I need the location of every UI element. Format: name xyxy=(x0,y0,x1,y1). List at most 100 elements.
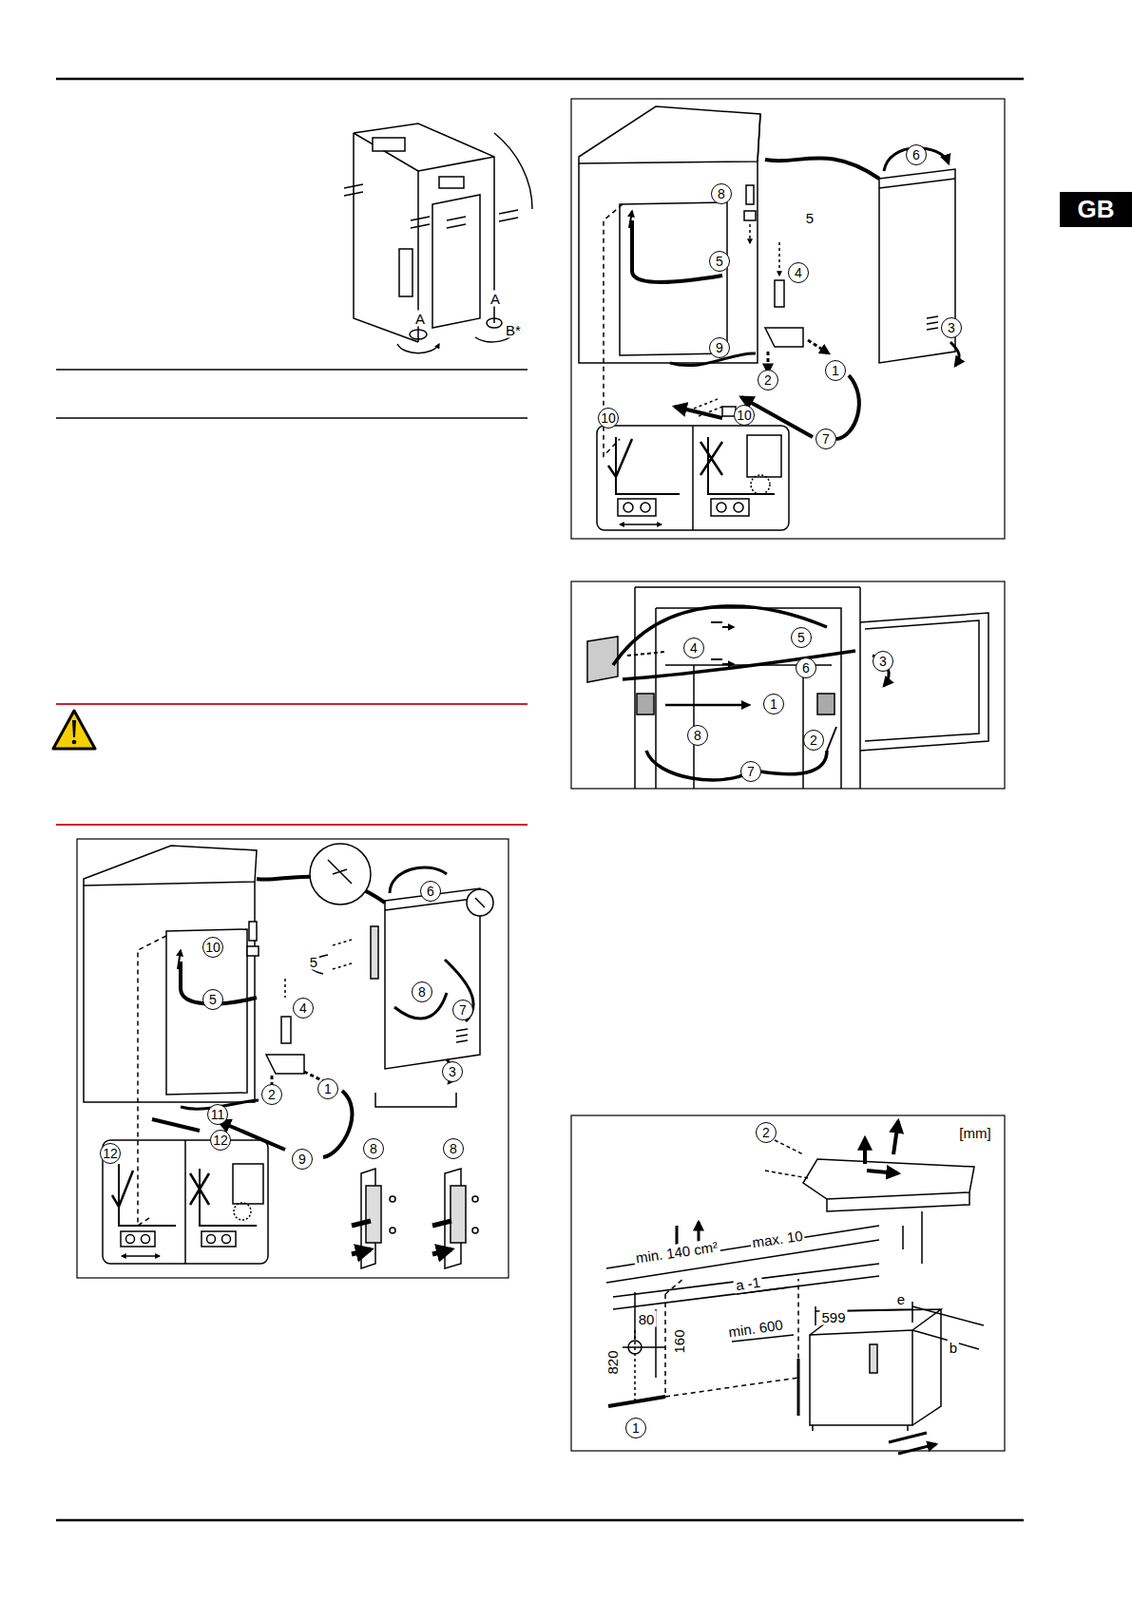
illustration-stroke xyxy=(615,437,680,495)
callout-number: 1 xyxy=(625,1418,647,1439)
illustration-stroke xyxy=(56,417,528,420)
illustration-stroke xyxy=(893,1121,899,1155)
callout-number: 1 xyxy=(317,1078,339,1100)
illustration-stroke xyxy=(864,620,979,742)
illustration-stroke xyxy=(56,703,528,706)
language-tab: GB xyxy=(1059,191,1132,228)
illustration-stroke xyxy=(249,921,257,941)
illustration-stroke xyxy=(327,860,352,884)
illustration-stroke xyxy=(708,437,775,495)
figure-label: A xyxy=(488,290,502,307)
illustration-stroke xyxy=(760,750,827,775)
illustration-stroke xyxy=(912,1309,941,1426)
illustration-stroke xyxy=(665,1278,685,1295)
illustration-stroke xyxy=(56,368,528,371)
illustration-stroke xyxy=(748,224,751,244)
door-reversal-figure-1 xyxy=(571,98,1005,539)
callout-number: 2 xyxy=(803,729,825,751)
callout-number: 9 xyxy=(291,1149,313,1171)
illustration-stroke xyxy=(632,220,723,283)
illustration-stroke xyxy=(710,659,734,665)
illustration-stroke xyxy=(466,889,494,917)
illustration-stroke xyxy=(72,720,77,738)
illustration-stroke xyxy=(888,1433,937,1455)
illustration-stroke xyxy=(439,176,464,189)
illustration-stroke xyxy=(613,606,827,666)
illustration-stroke xyxy=(137,936,167,1227)
illustration-stroke xyxy=(836,375,860,440)
illustration-stroke xyxy=(384,888,480,1070)
illustration-stroke xyxy=(112,1170,134,1208)
illustration-stroke xyxy=(571,581,1005,789)
illustration-stroke xyxy=(608,1397,666,1407)
illustration-stroke xyxy=(716,502,727,513)
figure-label: b xyxy=(947,1340,960,1357)
callout-number: 8 xyxy=(442,1138,464,1160)
illustration-stroke xyxy=(765,1170,808,1179)
illustration-stroke xyxy=(309,844,371,905)
callout-number: 8 xyxy=(710,183,732,205)
illustration-stroke xyxy=(926,316,939,330)
illustration-stroke xyxy=(177,950,181,970)
illustration-stroke xyxy=(472,1227,479,1234)
illustration-stroke xyxy=(389,1196,396,1203)
illustration-stroke xyxy=(765,327,804,347)
callout-number: 2 xyxy=(755,1122,777,1144)
illustration-stroke xyxy=(201,1231,236,1248)
illustration-stroke xyxy=(817,693,835,715)
illustration-stroke xyxy=(646,750,751,781)
callout-number: 8 xyxy=(411,981,433,1003)
illustration-stroke xyxy=(370,926,379,979)
illustration-stroke xyxy=(344,184,519,229)
illustration-stroke xyxy=(774,1140,804,1155)
callout-number: 12 xyxy=(210,1130,231,1152)
illustration-stroke xyxy=(747,435,782,478)
illustration-stroke xyxy=(353,133,419,343)
figure-label: 820 xyxy=(604,1348,621,1377)
illustration-stroke xyxy=(879,178,956,189)
illustration-stroke xyxy=(365,1186,382,1244)
callout-number: 8 xyxy=(363,1138,384,1160)
illustration-stroke xyxy=(432,1221,452,1255)
illustration-stroke xyxy=(733,502,744,513)
illustration-stroke xyxy=(774,280,785,307)
illustration-stroke xyxy=(665,665,832,789)
illustration-stroke xyxy=(700,441,723,476)
illustration-stroke xyxy=(76,839,509,1279)
illustration-stroke xyxy=(691,425,694,531)
illustration-stroke xyxy=(56,1519,1024,1523)
illustration-stroke xyxy=(578,161,758,364)
illustration-stroke xyxy=(629,211,633,229)
figure-label: [mm] xyxy=(957,1125,993,1142)
illustration-stroke xyxy=(693,399,723,417)
illustration-stroke xyxy=(778,242,781,276)
illustration-stroke xyxy=(608,439,633,478)
illustration-stroke xyxy=(655,608,842,789)
illustration-stroke xyxy=(397,344,440,354)
illustration-stroke xyxy=(323,1091,352,1158)
figure-label: B* xyxy=(503,322,523,339)
illustration-stroke xyxy=(627,652,666,656)
illustration-stroke xyxy=(863,1138,867,1165)
callout-number: 6 xyxy=(420,881,442,902)
illustration-stroke xyxy=(351,1221,371,1255)
tab-text: GB xyxy=(1070,192,1123,227)
illustration-stroke xyxy=(486,318,502,328)
callout-number: 10 xyxy=(202,937,224,959)
callout-number: 6 xyxy=(795,657,817,679)
illustration-stroke xyxy=(746,185,754,205)
callout-number: 1 xyxy=(825,360,846,382)
illustration-stroke xyxy=(56,77,1024,81)
illustration-stroke xyxy=(710,498,749,517)
callout-number: 4 xyxy=(683,637,705,659)
illustration-stroke xyxy=(418,156,495,172)
illustration-stroke xyxy=(120,1231,155,1248)
illustration-stroke xyxy=(166,929,248,1095)
illustration-stroke xyxy=(184,1140,187,1265)
illustration-stroke xyxy=(578,106,761,164)
door-reversal-figure-3 xyxy=(76,839,509,1279)
illustration-stroke xyxy=(674,406,723,419)
callout-number: 11 xyxy=(207,1104,229,1126)
